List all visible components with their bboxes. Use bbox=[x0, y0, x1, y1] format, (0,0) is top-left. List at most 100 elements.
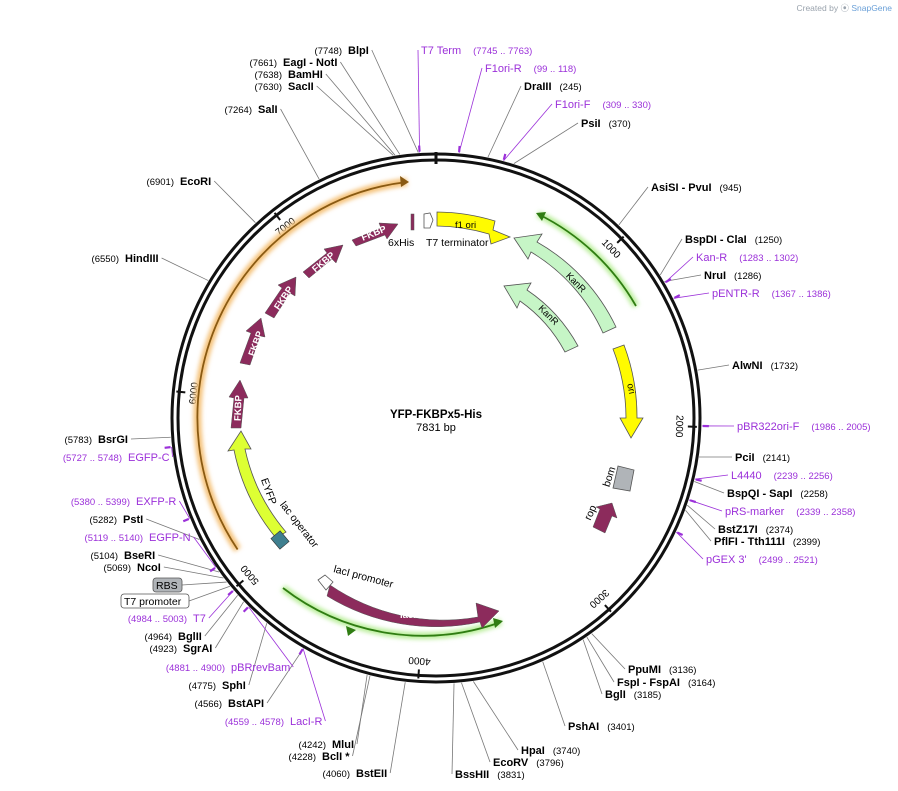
feature-bom[interactable]: bom bbox=[601, 465, 635, 492]
feature-fkbp-1[interactable]: FKBP bbox=[228, 379, 249, 429]
primer-mark bbox=[673, 294, 681, 299]
primer-exfp-r[interactable]: EXFP-R(5380 .. 5399) bbox=[71, 496, 190, 523]
primer-laci-r[interactable]: LacI-R(4559 .. 4578) bbox=[225, 648, 323, 728]
site-hpai[interactable]: HpaI(3740) bbox=[521, 745, 580, 757]
primer-mark bbox=[298, 648, 304, 655]
primer-mark bbox=[665, 278, 672, 284]
site-name: MluI bbox=[332, 739, 354, 751]
site-blpi[interactable]: BlpI(7748) bbox=[315, 45, 369, 57]
primer-egfp-c[interactable]: EGFP-C(5727 .. 5748) bbox=[63, 446, 171, 464]
site-mlui[interactable]: MluI(4242) bbox=[299, 739, 354, 751]
site-position: (4964) bbox=[145, 632, 172, 643]
site-bsshii[interactable]: BssHII(3831) bbox=[455, 769, 525, 781]
site-bspdi-clai[interactable]: BspDI - ClaI(1250) bbox=[685, 234, 782, 246]
site-position: (245) bbox=[560, 82, 582, 93]
primer-pbr322ori-f[interactable]: pBR322ori-F(1986 .. 2005) bbox=[702, 421, 871, 433]
site-sacii[interactable]: SacII(7630) bbox=[255, 81, 314, 93]
site-bstapi[interactable]: BstAPI(4566) bbox=[195, 698, 265, 710]
site-ecori[interactable]: EcoRI(6901) bbox=[147, 176, 212, 188]
site-position: (3796) bbox=[536, 758, 563, 769]
site-ncoi[interactable]: NcoI(5069) bbox=[104, 562, 161, 574]
site-psti[interactable]: PstI(5282) bbox=[90, 514, 144, 526]
feature-eyfp[interactable]: EYFP bbox=[227, 430, 287, 539]
feature-t7-terminator-label: T7 terminator bbox=[426, 237, 489, 249]
primer-name: L4440 bbox=[731, 470, 762, 482]
site-position: (4060) bbox=[323, 769, 350, 780]
primer-kan-r[interactable]: Kan-R(1283 .. 1302) bbox=[665, 252, 799, 284]
site-name: PciI bbox=[735, 452, 755, 464]
site-bgli[interactable]: BglI(3185) bbox=[605, 689, 661, 701]
snapgene-logo-icon: ⦿ bbox=[840, 3, 849, 13]
site-position: (1250) bbox=[755, 235, 782, 246]
site-bspqi-sapi[interactable]: BspQI - SapI (2258) bbox=[727, 488, 828, 500]
site-asisi-pvui[interactable]: AsiSI - PvuI(945) bbox=[651, 182, 742, 194]
feature-fkbp-4[interactable]: FKBP bbox=[302, 244, 344, 279]
primer-f1ori-r[interactable]: F1ori-R(99 .. 118) bbox=[458, 63, 576, 153]
feature-kanr-inner[interactable]: KanR bbox=[503, 282, 579, 353]
site-eagi-noti[interactable]: EagI - NotI(7661) bbox=[250, 57, 338, 69]
leader-line bbox=[181, 581, 227, 586]
site-name: BamHI bbox=[288, 69, 323, 81]
feature-fkbp-3[interactable]: FKBP bbox=[264, 276, 297, 319]
site-pcii[interactable]: PciI(2141) bbox=[735, 452, 790, 464]
feature-fkbp-5-label: FKBP bbox=[360, 224, 389, 244]
site-ppumi[interactable]: PpuMI(3136) bbox=[628, 664, 696, 676]
site-pshai[interactable]: PshAI(3401) bbox=[568, 721, 635, 733]
site-sgrai[interactable]: SgrAI(4923) bbox=[150, 643, 213, 655]
boxed-t7-promoter[interactable]: T7 promoter bbox=[120, 593, 190, 609]
primer-mark bbox=[502, 153, 507, 161]
leader-line bbox=[188, 585, 231, 602]
primer-t7[interactable]: T7(4984 .. 5003) bbox=[128, 590, 234, 625]
primer-pbrrevbam[interactable]: pBRrevBam(4881 .. 4900) bbox=[166, 606, 290, 674]
feature-6xhis[interactable]: 6xHis bbox=[388, 213, 414, 249]
ruler-tick-label: 2000 bbox=[673, 415, 685, 438]
leader-line bbox=[582, 639, 603, 695]
feature-f1-ori[interactable]: f1 ori bbox=[436, 211, 512, 245]
leader-lines bbox=[130, 49, 735, 775]
leader-line bbox=[389, 682, 406, 774]
primer-f1ori-f[interactable]: F1ori-F(309 .. 330) bbox=[502, 99, 651, 161]
primer-range: (4559 .. 4578) bbox=[225, 717, 284, 728]
primer-prs-marker[interactable]: pRS-marker(2339 .. 2358) bbox=[689, 499, 855, 518]
ruler-tick bbox=[417, 669, 420, 679]
primer-pentr-r[interactable]: pENTR-R(1367 .. 1386) bbox=[673, 288, 831, 300]
primer-mark bbox=[458, 145, 461, 153]
primer-t7-term[interactable]: T7 Term(7745 .. 7763) bbox=[418, 45, 532, 152]
boxed-rbs[interactable]: RBS bbox=[152, 577, 183, 593]
primer-l4440[interactable]: L4440(2239 .. 2256) bbox=[695, 470, 833, 482]
credit-prefix: Created by bbox=[796, 3, 839, 13]
site-nrui[interactable]: NruI(1286) bbox=[704, 270, 761, 282]
site-bstz17i[interactable]: BstZ17I(2374) bbox=[718, 524, 793, 536]
site-fspi-fspai[interactable]: FspI - FspAI(3164) bbox=[617, 677, 715, 689]
site-name: BseRI bbox=[124, 550, 155, 562]
site-sphi[interactable]: SphI(4775) bbox=[189, 680, 246, 692]
site-name: BspQI - SapI bbox=[727, 488, 792, 500]
leader-line bbox=[673, 292, 710, 299]
boxed-rbs-label: RBS bbox=[156, 580, 178, 592]
site-psii[interactable]: PsiI(370) bbox=[581, 118, 631, 130]
site-draiii[interactable]: DraIII(245) bbox=[524, 81, 582, 93]
site-position: (2399) bbox=[793, 537, 820, 548]
site-bcli[interactable]: BclI *(4228) bbox=[289, 751, 351, 763]
primer-pgex-3[interactable]: pGEX 3'(2499 .. 2521) bbox=[676, 531, 818, 566]
site-hindiii[interactable]: HindIII(6550) bbox=[92, 253, 159, 265]
site-pflfi-tth111i[interactable]: PflFI - Tth111I(2399) bbox=[714, 536, 820, 548]
site-alwni[interactable]: AlwNI(1732) bbox=[732, 360, 798, 372]
site-bsrgi[interactable]: BsrGI(5783) bbox=[65, 434, 128, 446]
site-bseri[interactable]: BseRI(5104) bbox=[91, 550, 156, 562]
feature-fkbp-2[interactable]: FKBP bbox=[239, 317, 266, 366]
feature-ori[interactable]: ori bbox=[612, 344, 644, 439]
site-ecorv[interactable]: EcoRV(3796) bbox=[493, 757, 564, 769]
feature-rop[interactable]: rop bbox=[582, 502, 618, 534]
site-bamhi[interactable]: BamHI(7638) bbox=[255, 69, 323, 81]
site-position: (2258) bbox=[800, 489, 827, 500]
site-position: (370) bbox=[609, 119, 631, 130]
primer-egfp-n[interactable]: EGFP-N(5119 .. 5140) bbox=[85, 532, 216, 573]
site-bsteii[interactable]: BstEII(4060) bbox=[323, 768, 388, 780]
plasmid-name: YFP-FKBPx5-His bbox=[390, 409, 482, 421]
feature-laci[interactable]: lacI bbox=[326, 584, 500, 629]
site-bglii[interactable]: BglII(4964) bbox=[145, 631, 202, 643]
primer-name: pGEX 3' bbox=[706, 554, 747, 566]
site-sali[interactable]: SalI(7264) bbox=[225, 104, 278, 116]
feature-t7-terminator[interactable]: T7 terminator bbox=[423, 212, 489, 249]
